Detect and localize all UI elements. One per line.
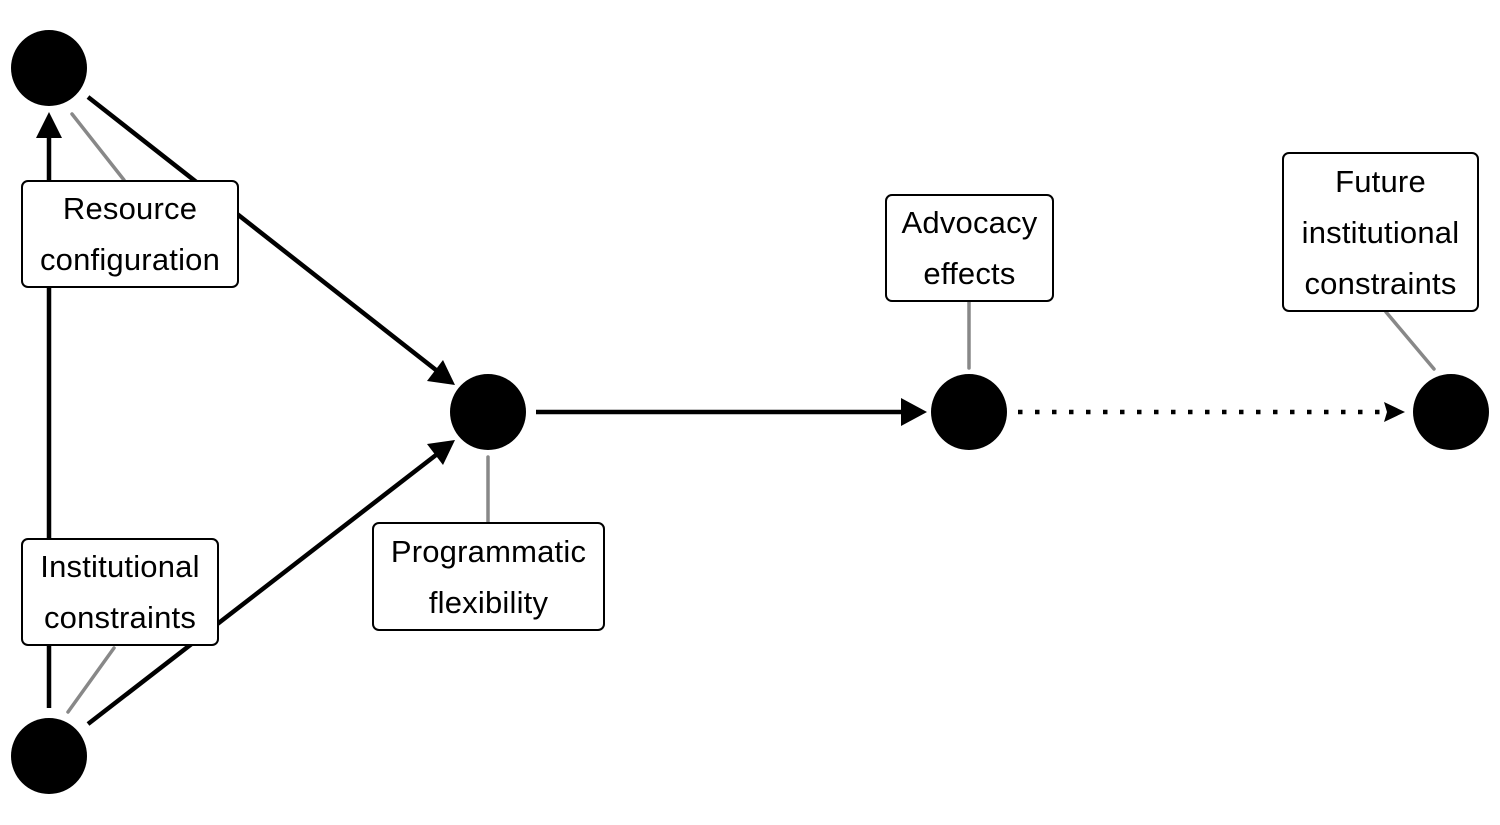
arrowhead-institutional-to-resource — [36, 112, 62, 138]
node-future — [1413, 374, 1489, 450]
node-resource — [11, 30, 87, 106]
label-future-institutional-constraints: Future institutional constraints — [1282, 152, 1479, 312]
label-line: effects — [923, 256, 1016, 291]
label-line: institutional — [1301, 214, 1460, 250]
node-advocacy — [931, 374, 1007, 450]
leader-line-resource — [70, 112, 126, 182]
node-programmatic — [450, 374, 526, 450]
label-line: Future — [1335, 163, 1426, 199]
edge-resource-to-programmatic — [86, 95, 438, 372]
label-resource-configuration: Resource configuration — [21, 180, 239, 288]
label-line: Programmatic — [390, 533, 587, 569]
edge-institutional-to-programmatic — [86, 453, 438, 726]
label-line: Institutional — [40, 549, 200, 584]
arrowhead-programmatic-to-advocacy — [901, 398, 927, 426]
node-institutional — [11, 718, 87, 794]
label-line: configuration — [39, 242, 221, 277]
label-advocacy-effects: Advocacy effects — [885, 194, 1054, 302]
label-line: Resource — [62, 191, 198, 226]
label-institutional-constraints: Institutional constraints — [21, 538, 219, 646]
label-programmatic-flexibility: Programmatic flexibility — [372, 522, 605, 631]
label-line: flexibility — [428, 584, 549, 620]
arrowhead-institutional-to-programmatic — [427, 440, 455, 465]
arrowhead-resource-to-programmatic — [427, 360, 455, 385]
label-line: constraints — [43, 600, 197, 635]
leader-line-future — [1384, 310, 1436, 371]
arrowhead-advocacy-to-future — [1384, 402, 1405, 422]
label-line: Advocacy — [901, 205, 1038, 240]
label-line: constraints — [1304, 265, 1457, 301]
leader-line-institutional — [66, 646, 116, 714]
